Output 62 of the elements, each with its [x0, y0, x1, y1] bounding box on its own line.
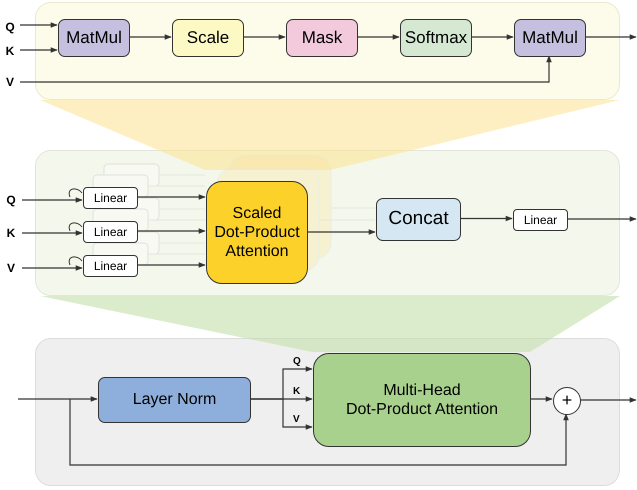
process-box [83, 187, 138, 209]
arrow [137, 194, 206, 200]
process-box [376, 198, 461, 241]
process-box [83, 255, 138, 277]
group-panel [35, 150, 620, 296]
edge-label: Q [292, 357, 302, 367]
arrow [243, 34, 286, 40]
sum-circle [553, 387, 581, 415]
edge-label: K [292, 387, 302, 397]
arrow [69, 399, 569, 466]
group-panel [35, 2, 620, 100]
input-letter: V [6, 74, 14, 90]
process-box [83, 221, 138, 243]
node-label: + [562, 390, 572, 412]
input-letter: V [6, 260, 15, 276]
input-letter: Q [6, 192, 16, 208]
node-label: Linear [94, 224, 128, 240]
arrow [22, 197, 83, 203]
node-label: Linear [94, 190, 128, 206]
node-label: Multi-Head Dot-Product Attention [344, 380, 500, 420]
arrow [580, 397, 637, 403]
edge-label: V [292, 415, 301, 425]
group-panel [35, 338, 620, 486]
arrow [22, 230, 83, 236]
process-box [206, 181, 308, 284]
input-letter: Q [5, 20, 15, 34]
arrow [129, 34, 172, 40]
arrow [250, 398, 313, 430]
process-box [400, 19, 472, 57]
arrow [20, 22, 58, 28]
node-label: Linear [524, 212, 558, 228]
arrow [471, 34, 514, 40]
arrow [357, 34, 400, 40]
arrow [137, 262, 206, 268]
arrow [585, 34, 637, 40]
node-label: MatMul [522, 28, 578, 48]
process-box [514, 19, 586, 57]
arrow [307, 229, 376, 235]
node-label: Layer Norm [132, 390, 216, 410]
node-label: Linear [94, 258, 128, 274]
node-label: Softmax [404, 28, 468, 48]
arrow [22, 265, 83, 271]
node-label: Scale [186, 28, 230, 48]
input-letter: K [6, 226, 16, 240]
process-box [98, 377, 251, 423]
node-label: Mask [302, 28, 342, 48]
process-box [313, 353, 531, 447]
node-label: Scaled Dot-Product Attention [213, 204, 301, 262]
arrow [20, 55, 552, 83]
process-box [172, 19, 244, 57]
process-box [58, 19, 130, 57]
process-box [513, 209, 568, 231]
arrow [137, 228, 206, 234]
arrow [20, 47, 58, 53]
node-label: MatMul [66, 28, 122, 48]
arrow [530, 396, 553, 402]
arrow [460, 216, 513, 222]
input-letter: K [6, 44, 14, 58]
arrow [567, 216, 637, 222]
arrow [18, 396, 98, 402]
process-box [286, 19, 358, 57]
node-label: Concat [388, 208, 449, 231]
